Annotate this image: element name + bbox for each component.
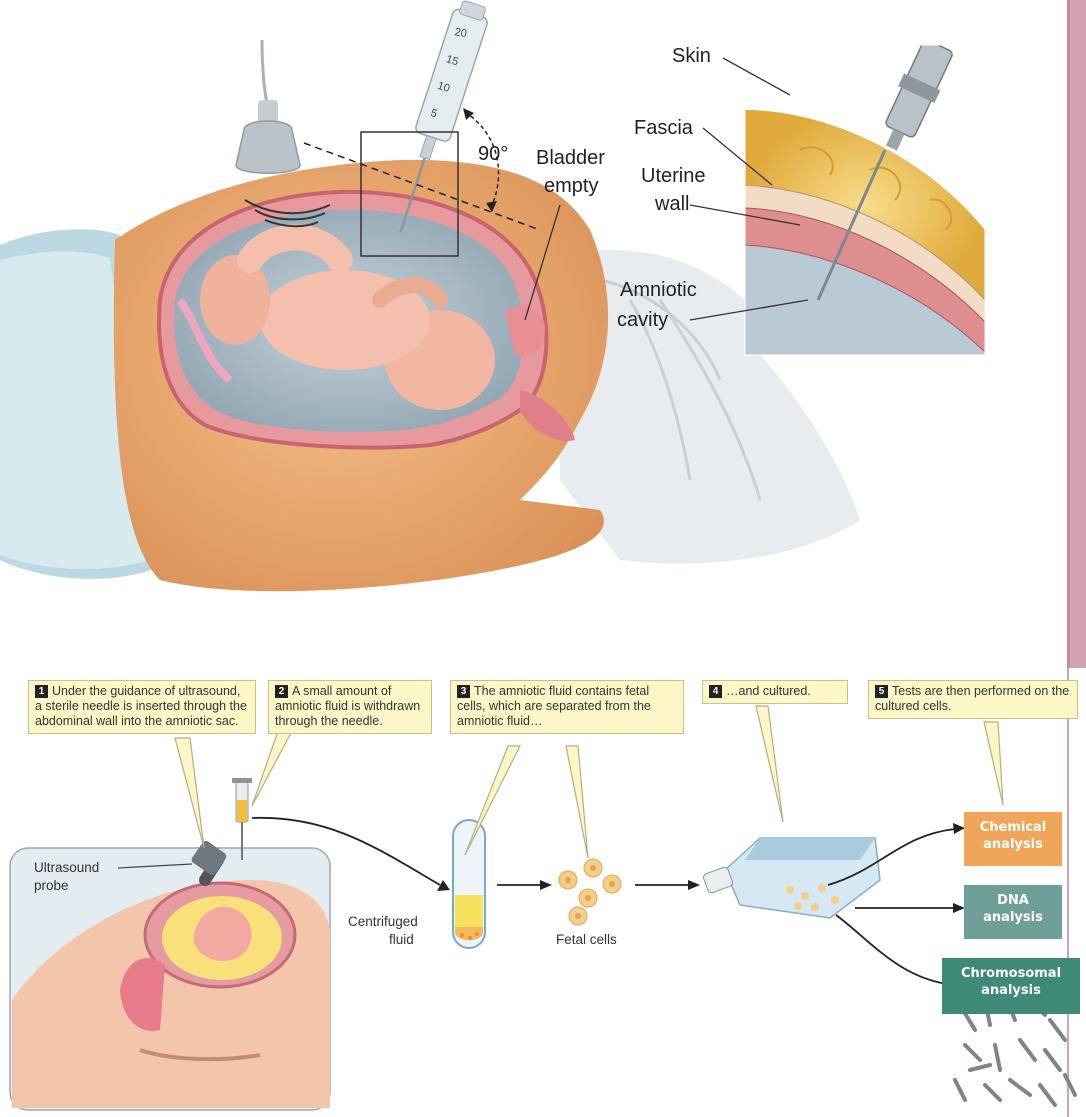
culture-flask (702, 838, 880, 918)
centrifuged-label-line2: fluid (389, 932, 414, 947)
bladder-label-line1: Bladder (536, 147, 605, 169)
step-2-number: 2 (275, 685, 288, 698)
fetal-cells-cluster (559, 859, 621, 925)
step-1-number: 1 (35, 685, 48, 698)
step-3-text: The amniotic fluid contains fetal cells,… (457, 684, 651, 728)
chromosomal-analysis-line2: analysis (942, 982, 1080, 999)
arrow-heads (437, 823, 965, 991)
step-5-number: 5 (875, 685, 888, 698)
needle-inset (745, 37, 985, 355)
syringe-mark-20: 20 (454, 26, 468, 40)
chemical-analysis-line1: Chemical (964, 819, 1062, 836)
step-3-number: 3 (457, 685, 470, 698)
probe-label-line2: probe (34, 878, 69, 893)
uterine-label-line2: wall (654, 193, 689, 215)
uterine-label-line1: Uterine (641, 165, 705, 187)
chromosomal-analysis-box: Chromosomal analysis (942, 958, 1080, 1014)
fascia-label: Fascia (634, 117, 694, 139)
test-tube (453, 820, 485, 948)
chromosomal-analysis-line1: Chromosomal (942, 965, 1080, 982)
step-5-text: Tests are then performed on the cultured… (875, 684, 1069, 713)
angle-label: 90° (478, 143, 508, 165)
bladder-label-line2: empty (544, 175, 598, 197)
step-4-text: …and cultured. (726, 684, 811, 698)
fetal-cells-label: Fetal cells (556, 932, 617, 947)
centrifuged-label-line1: Centrifuged (348, 914, 418, 929)
step-4-number: 4 (709, 685, 722, 698)
dna-analysis-line2: analysis (964, 909, 1062, 926)
step-4-callout: 4 …and cultured. (702, 680, 848, 704)
amniotic-label-line1: Amniotic (620, 279, 697, 301)
chemical-analysis-box: Chemical analysis (964, 812, 1062, 866)
probe-label-line1: Ultrasound (34, 860, 99, 875)
chemical-analysis-line2: analysis (964, 836, 1062, 853)
amniotic-label-line2: cavity (617, 309, 668, 331)
dna-analysis-line1: DNA (964, 892, 1062, 909)
skin-label: Skin (672, 45, 711, 67)
step-2-text: A small amount of amniotic fluid is with… (275, 684, 420, 728)
step-1-text: Under the guidance of ultrasound, a ster… (35, 684, 247, 728)
dna-analysis-box: DNA analysis (964, 885, 1062, 939)
